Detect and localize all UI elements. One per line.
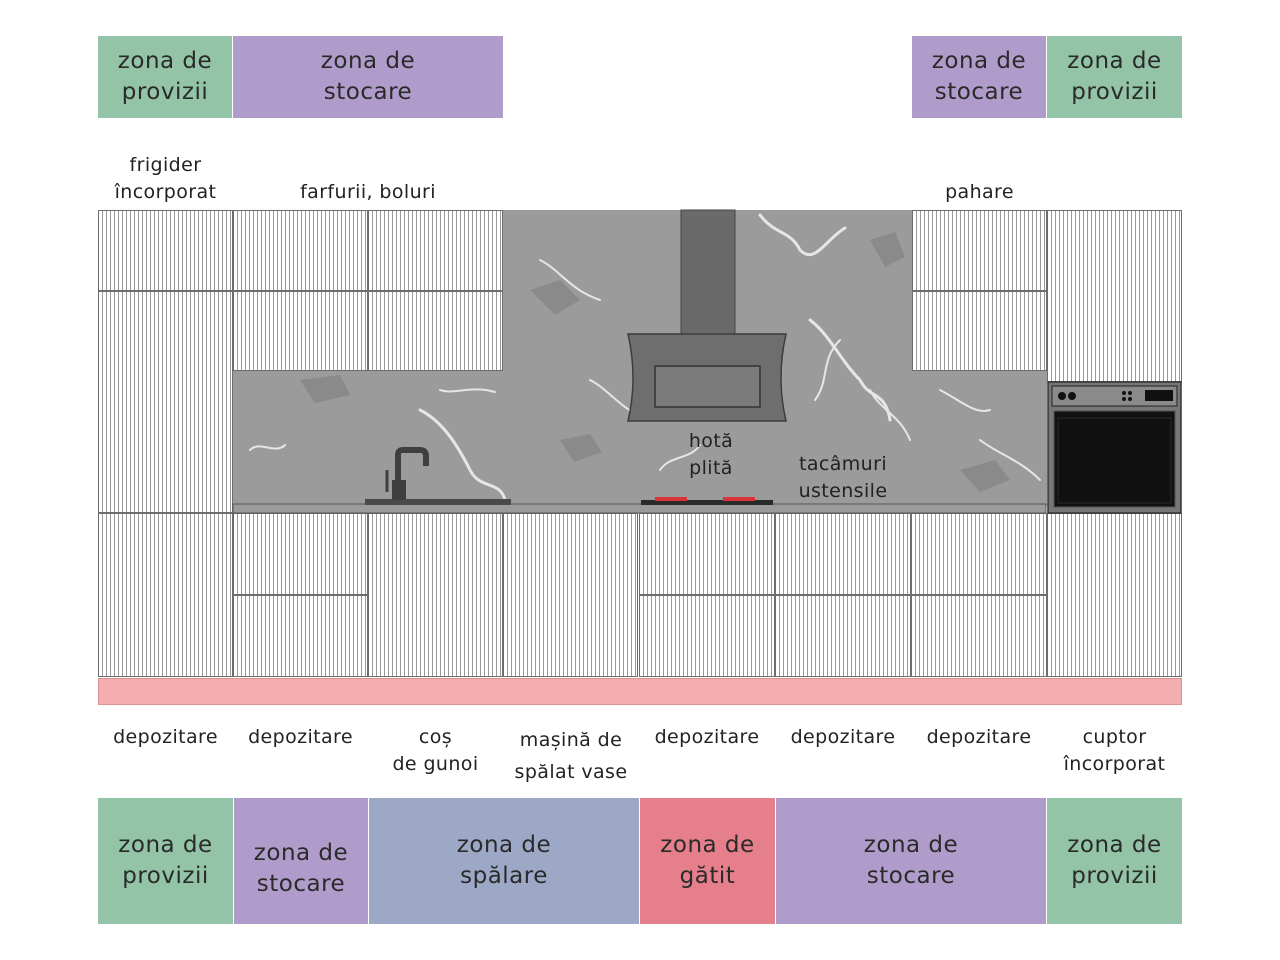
label-hob: plită (689, 457, 733, 479)
bottom-zone-spalare: zona de spălare (369, 798, 639, 924)
top-zone-stocare-left: zona de stocare (233, 36, 503, 118)
oven-button-icon (1128, 391, 1132, 395)
zone-label: zona de spălare (456, 832, 552, 889)
zone-label: zona de provizii (118, 832, 213, 889)
lower-drawer-7a (911, 513, 1047, 595)
lower-cabinet-dishwasher-a (503, 513, 638, 677)
lower-drawer-6b (775, 595, 911, 677)
countertop (232, 503, 1047, 514)
lower-drawer-5a (639, 513, 775, 595)
upper-cabinet-glasses-b (912, 291, 1047, 371)
bottom-label-3: coș de gunoi (392, 726, 479, 775)
lower-drawer-5b (639, 595, 775, 677)
marble-vein (659, 444, 701, 471)
marble-vein (439, 388, 496, 393)
marble-vein (808, 318, 892, 422)
zone-label: zona de gătit (660, 832, 755, 889)
label-hood: hotă (688, 430, 734, 452)
lower-cabinet-oven (1047, 513, 1182, 677)
lower-cabinet-1 (98, 513, 233, 677)
upper-cabinet-glasses-a (912, 210, 1047, 291)
label-plates: farfurii, boluri (300, 181, 436, 203)
lower-drawer-2b (233, 595, 368, 677)
upper-cabinet-2b (368, 291, 503, 371)
marble-vein (939, 389, 991, 412)
bottom-label-2: depozitare (248, 726, 353, 748)
zone-label: zona de provizii (1067, 832, 1162, 889)
upper-cabinet-2a (368, 210, 503, 291)
oven-window (1053, 410, 1176, 508)
bottom-label-8: cuptor încorporat (1063, 726, 1166, 775)
label-fridge: frigider încorporat (114, 154, 217, 203)
marble-vein (979, 439, 1041, 481)
lower-drawer-7b (911, 595, 1047, 677)
zone-label: zona de provizii (117, 48, 213, 105)
oven-button-icon (1122, 391, 1126, 395)
top-zone-provizii-right: zona de provizii (1047, 36, 1182, 118)
bottom-label-1: depozitare (113, 726, 218, 748)
lower-drawer-2a (233, 513, 368, 595)
marble-vein (249, 444, 286, 451)
zone-label: zona de stocare (253, 840, 349, 897)
upper-cabinet-1b (233, 291, 368, 371)
marble-vein (869, 389, 911, 441)
zone-label: zona de stocare (931, 48, 1027, 105)
tall-cabinet-above-oven (1047, 210, 1182, 382)
oven-display (1145, 390, 1173, 401)
marble-vein (758, 213, 847, 257)
fridge-door-bottom (98, 291, 233, 513)
marble-patch (560, 434, 602, 462)
marble-patch (300, 375, 350, 403)
oven-knob-icon (1068, 392, 1076, 400)
bottom-label-7: depozitare (926, 726, 1032, 748)
marble-patch (870, 232, 905, 267)
hood-filter (654, 365, 761, 408)
bottom-label-6: depozitare (790, 726, 896, 748)
label-glasses: pahare (945, 181, 1014, 203)
marble-patch (960, 460, 1010, 492)
marble-patch (530, 280, 580, 315)
bottom-zone-gatit: zona de gătit (640, 798, 775, 924)
hob (641, 500, 773, 505)
marble-vein (539, 259, 601, 301)
lower-cabinet-bin (368, 513, 503, 677)
oven-knob-icon (1058, 392, 1066, 400)
hood-chimney (680, 209, 736, 335)
bottom-zone-provizii-right: zona de provizii (1047, 798, 1182, 924)
oven-window-inner (1057, 417, 1172, 504)
bottom-zone-stocare-right: zona de stocare (776, 798, 1046, 924)
marble-vein (418, 408, 507, 502)
bottom-label-4: mașină de spălat vase (514, 729, 628, 783)
marble-vein (814, 339, 841, 401)
oven-button-icon (1128, 397, 1132, 401)
tap-base (392, 480, 406, 500)
hob-burner (723, 497, 755, 501)
bottom-zone-provizii-left: zona de provizii (98, 798, 233, 924)
bottom-label-5: depozitare (654, 726, 760, 748)
plinth (98, 678, 1182, 705)
zone-label: zona de provizii (1067, 48, 1162, 105)
backsplash-left (233, 371, 503, 506)
marble-veins (249, 213, 1041, 502)
oven-button-icon (1122, 397, 1126, 401)
fridge-door-top (98, 210, 233, 291)
marble-patches (300, 232, 1010, 492)
label-cutlery: tacâmuri ustensile (798, 453, 888, 502)
lower-drawer-6a (775, 513, 911, 595)
upper-cabinet-1a (233, 210, 368, 291)
zone-label: zona de stocare (320, 48, 416, 105)
top-zone-provizii-left: zona de provizii (98, 36, 232, 118)
zone-label: zona de stocare (863, 832, 959, 889)
tap-icon (395, 447, 429, 500)
top-zone-stocare-right: zona de stocare (912, 36, 1046, 118)
sink (365, 499, 511, 505)
hob-burner (655, 497, 687, 501)
bottom-zone-stocare-left: zona de stocare (234, 798, 368, 924)
